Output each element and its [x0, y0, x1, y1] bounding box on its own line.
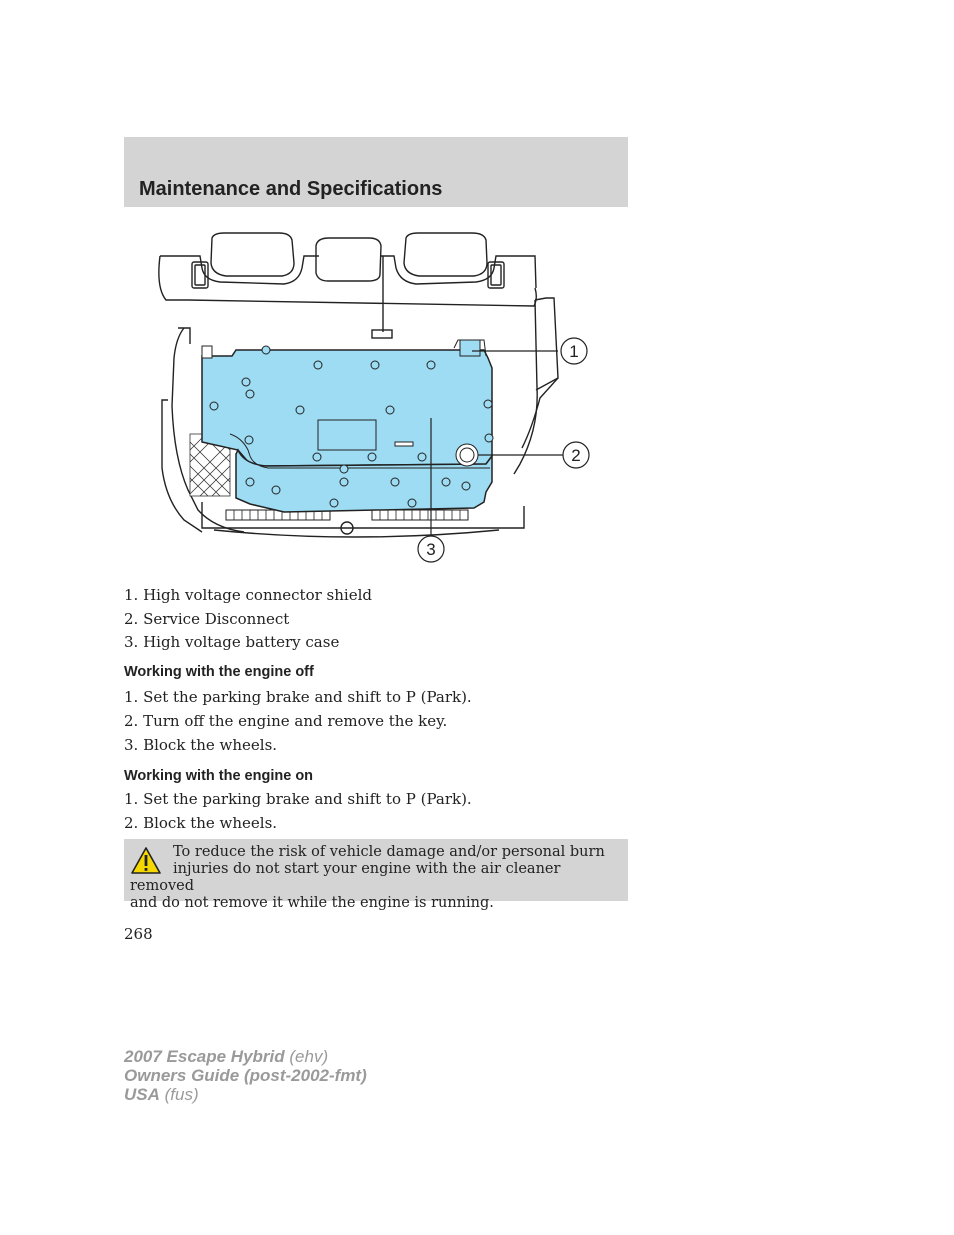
heading-engine-on: Working with the engine on — [124, 768, 314, 784]
callout-2: 2 — [571, 446, 580, 465]
list-item: 2. Block the wheels. — [124, 814, 278, 832]
figure-legend: 1. High voltage connector shield 2. Serv… — [124, 584, 372, 655]
section-title: Maintenance and Specifications — [139, 178, 443, 200]
list-item: 1. Set the parking brake and shift to P … — [124, 790, 472, 808]
footer-model: 2007 Escape Hybrid — [124, 1047, 285, 1066]
warning-line-2: injuries do not start your engine with t… — [130, 861, 561, 894]
list-item: 3. Block the wheels. — [124, 736, 278, 754]
footer-market: USA — [124, 1085, 160, 1104]
callout-1: 1 — [569, 342, 578, 361]
legend-item: 2. Service Disconnect — [124, 609, 290, 628]
legend-item: 3. High voltage battery case — [124, 633, 340, 651]
list-item: 2. Turn off the engine and remove the ke… — [124, 712, 448, 730]
battery-location-illustration: 1 2 3 — [158, 232, 590, 563]
footer-model-code: (ehv) — [284, 1047, 329, 1066]
list-item: 1. Set the parking brake and shift to P … — [124, 688, 472, 706]
section-header: Maintenance and Specifications — [124, 137, 628, 207]
steps-engine-off: 1. Set the parking brake and shift to P … — [124, 685, 472, 757]
page-number: 268 — [124, 925, 153, 943]
warning-box: To reduce the risk of vehicle damage and… — [124, 839, 628, 911]
warning-line-3: and do not remove it while the engine is… — [130, 895, 494, 911]
warning-text: To reduce the risk of vehicle damage and… — [130, 844, 620, 912]
footer-guide: Owners Guide (post-2002-fmt) — [124, 1066, 367, 1085]
warning-icon — [131, 847, 161, 874]
warning-line-1: To reduce the risk of vehicle damage and… — [173, 844, 605, 860]
heading-engine-off: Working with the engine off — [124, 664, 314, 680]
callout-3: 3 — [426, 540, 435, 559]
steps-engine-on: 1. Set the parking brake and shift to P … — [124, 787, 472, 835]
footer-market-code: (fus) — [159, 1085, 199, 1104]
document-footer: 2007 Escape Hybrid (ehv) Owners Guide (p… — [124, 1047, 367, 1104]
legend-item: 1. High voltage connector shield — [124, 586, 372, 604]
